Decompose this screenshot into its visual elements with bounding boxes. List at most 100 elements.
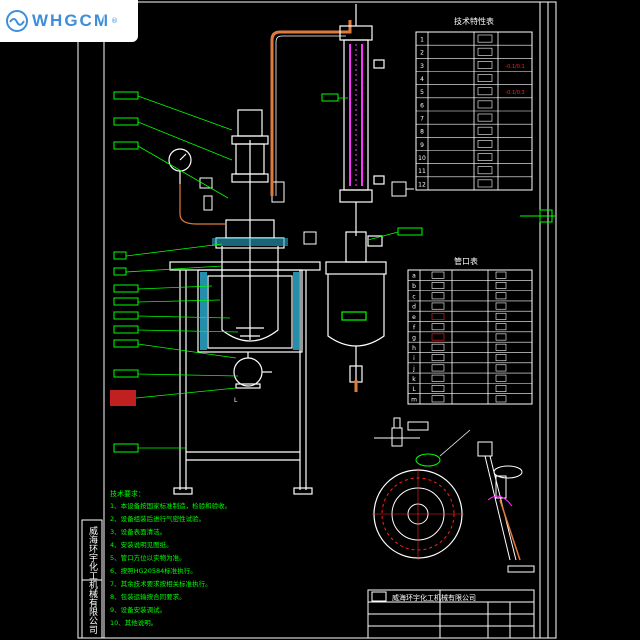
heating-jacket bbox=[200, 272, 300, 350]
title-block-logo-box bbox=[371, 591, 387, 602]
nozzle-table-row-no: m bbox=[411, 396, 417, 403]
parts-table-cell-mark bbox=[477, 126, 493, 135]
notes-line: 4、安装说明见图纸。 bbox=[110, 540, 173, 549]
condenser bbox=[339, 4, 385, 236]
drawing-frame bbox=[77, 1, 557, 639]
detail-valve bbox=[374, 417, 429, 447]
condenser-coil bbox=[349, 44, 363, 186]
parts-table-cell-mark bbox=[477, 100, 493, 109]
parts-table-cell-mark bbox=[477, 166, 493, 175]
top-valves bbox=[199, 177, 317, 245]
nozzle-table-row-no: g bbox=[412, 335, 416, 342]
notes-line: 8、包装运输按合同要求。 bbox=[110, 592, 186, 601]
parts-table-row-no: 1 bbox=[420, 36, 424, 43]
parts-table-row-no: 5 bbox=[420, 89, 424, 96]
nozzle-table-cell-mark bbox=[431, 343, 445, 351]
detail-pipe bbox=[499, 499, 521, 561]
parts-table-row-no: 10 bbox=[418, 155, 426, 162]
parts-table-cell-mark bbox=[477, 61, 493, 69]
nozzle-table-cell-mark bbox=[431, 354, 445, 362]
nozzle-table-cell-mark bbox=[495, 302, 507, 310]
nozzle-table-cell-mark bbox=[431, 374, 445, 382]
nozzle-table-cell-mark bbox=[431, 323, 445, 331]
parts-table-row-no: 11 bbox=[418, 168, 426, 175]
nozzle-table-cell-mark bbox=[495, 271, 507, 279]
bottom-warning-leader bbox=[135, 387, 237, 399]
nozzle-table-cell-mark bbox=[431, 302, 445, 310]
parts-table-row-value: -0.1/0.3 bbox=[505, 90, 524, 96]
parts-table-cell-mark bbox=[477, 34, 493, 43]
notes-line: 6、按照HG20584标准执行。 bbox=[110, 566, 197, 575]
title-block-company: 威海环宇化工机械有限公司 bbox=[392, 593, 476, 602]
receiver-tank bbox=[325, 231, 387, 388]
nozzle-table-cell-mark bbox=[495, 323, 507, 331]
pressure-gauge bbox=[168, 148, 226, 225]
nozzle-table-row-no: k bbox=[412, 376, 416, 383]
notes-line: 3、设备表面清洁。 bbox=[110, 527, 166, 536]
nozzle-table-row-no: j bbox=[412, 366, 415, 373]
vapour-pipe bbox=[270, 20, 352, 196]
notes-line: 9、设备安装调试。 bbox=[110, 605, 166, 614]
flange-plan-view bbox=[372, 468, 464, 560]
detail-cap-leader bbox=[439, 429, 471, 457]
parts-table-cell-mark bbox=[477, 140, 493, 148]
section-marker bbox=[520, 209, 556, 223]
nozzle-table-row-no: i bbox=[413, 355, 415, 362]
nozzle-table-cell-mark bbox=[495, 364, 507, 372]
side-strip-text: 威海环宇化工机械有限公司 bbox=[87, 525, 98, 634]
detail-cap bbox=[415, 453, 441, 467]
condenser-valve bbox=[391, 181, 414, 197]
parts-table-cell-mark bbox=[477, 153, 493, 161]
parts-table-row-no: 3 bbox=[420, 63, 424, 70]
notes-line: 1、本设备按国家标准制造，检验和验收。 bbox=[110, 501, 231, 510]
nozzle-table-row-no: L bbox=[412, 386, 416, 393]
parts-table-cell-mark bbox=[477, 179, 493, 188]
nozzle-table-row-no: e bbox=[412, 314, 416, 321]
parts-table-row-no: 6 bbox=[420, 102, 424, 109]
notes-heading: 技术要求： bbox=[110, 489, 145, 498]
nozzle-table-cell-mark bbox=[495, 374, 507, 382]
parts-table-cell-mark bbox=[477, 113, 493, 122]
nozzle-table-cell-mark bbox=[495, 385, 507, 392]
notes-line: 5、管口方位以实物为准。 bbox=[110, 553, 186, 562]
nozzle-table-cell-mark bbox=[431, 385, 445, 392]
nozzle-table-row-no: a bbox=[412, 273, 416, 280]
reactor-lid-band bbox=[212, 238, 288, 246]
nozzle-table-cell-mark bbox=[495, 333, 507, 341]
nozzle-table bbox=[407, 269, 533, 405]
notes-lines: 1、本设备按国家标准制造，检验和验收。 2、设备组装后进行气密性试验。 3、设备表面… bbox=[110, 501, 231, 627]
nozzle-table-row-no: f bbox=[413, 324, 416, 331]
parts-table-row-no: 8 bbox=[420, 129, 424, 136]
nozzle-table-cell-mark bbox=[495, 312, 507, 320]
nozzle-table-cell-mark bbox=[495, 395, 507, 403]
parts-table-row-value: -0.1/0.1 bbox=[505, 64, 524, 70]
nozzle-table-cell-mark bbox=[495, 343, 507, 351]
notes-line: 10、其他说明。 bbox=[110, 618, 157, 627]
parts-table-row-no: 9 bbox=[420, 142, 424, 149]
nozzle-table-cell-mark bbox=[431, 292, 445, 300]
parts-table-cell-mark bbox=[477, 74, 493, 82]
nozzle-table-cell-mark bbox=[495, 292, 507, 300]
nozzle-table-cell-mark bbox=[431, 395, 445, 403]
bottom-warning-box bbox=[110, 390, 136, 406]
leader-lines bbox=[125, 95, 399, 449]
nozzle-table-title: 管口表 bbox=[454, 256, 478, 266]
notes-line: 7、其余技术要求按相关标准执行。 bbox=[110, 579, 212, 588]
brand-logo: WHGCM® bbox=[0, 0, 138, 42]
bottom-valve-marker: L bbox=[234, 397, 238, 404]
notes-line: 2、设备组装后进行气密性试验。 bbox=[110, 514, 205, 523]
side-strip-box bbox=[81, 519, 103, 639]
nozzle-table-cell-mark bbox=[431, 364, 445, 372]
parts-table-row-no: 2 bbox=[420, 50, 424, 57]
leader-boxes bbox=[113, 91, 423, 453]
nozzle-table-cell-mark bbox=[495, 282, 507, 289]
parts-table-cell-mark bbox=[477, 47, 493, 56]
title-block bbox=[367, 589, 535, 639]
parts-table-title: 技术特性表 bbox=[454, 16, 494, 26]
detail-thermometer bbox=[477, 441, 535, 573]
parts-table-row-no: 12 bbox=[418, 181, 426, 188]
nozzle-table-cell-mark bbox=[431, 312, 445, 320]
